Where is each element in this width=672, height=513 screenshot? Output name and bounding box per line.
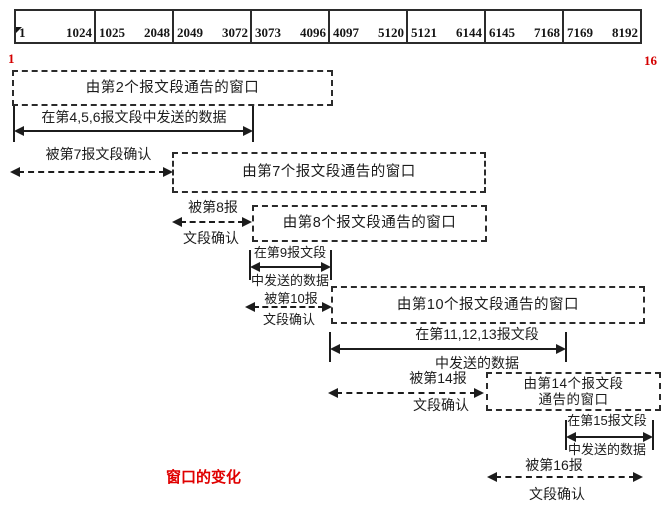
window-box-segment10: 由第10个报文段通告的窗口 bbox=[331, 286, 645, 324]
ack-14-label-line1: 被第14报 bbox=[409, 370, 467, 386]
arrowhead-right-icon bbox=[321, 262, 331, 272]
data-sent-9-label-line2: 中发送的数据 bbox=[250, 273, 329, 288]
ruler-right-marker: 16 bbox=[644, 53, 657, 68]
ruler-cell: 1 1024 bbox=[16, 11, 94, 42]
ack-16-label-line2: 文段确认 bbox=[529, 486, 585, 502]
ruler-cell-start: 3073 bbox=[255, 25, 281, 40]
arrowhead-left-icon bbox=[14, 126, 24, 136]
ruler-cell-start: 1 bbox=[19, 25, 26, 40]
arrowhead-right-icon bbox=[556, 344, 566, 354]
caption-window-changes: 窗口的变化 bbox=[166, 469, 242, 486]
arrowhead-left-icon bbox=[330, 344, 340, 354]
window-box-segment7: 由第7个报文段通告的窗口 bbox=[172, 152, 486, 193]
ack-10-label-line2: 文段确认 bbox=[262, 312, 315, 327]
window-box-label: 由第10个报文段通告的窗口 bbox=[396, 296, 580, 313]
range-tick-right bbox=[565, 332, 567, 362]
ruler-cell-start: 4097 bbox=[333, 25, 359, 40]
ruler-cell: 1025 2048 bbox=[94, 11, 172, 42]
ack-16-arrow bbox=[487, 472, 643, 482]
range-tick-right bbox=[252, 106, 254, 142]
ruler-cell-end: 3072 bbox=[222, 25, 248, 40]
arrowhead-left-icon bbox=[245, 302, 255, 312]
window-box-label: 由第7个报文段通告的窗口 bbox=[242, 164, 416, 180]
ack-8-label-line1: 被第8报 bbox=[188, 199, 238, 215]
ack-10-arrow bbox=[245, 302, 332, 312]
ruler-cell-end: 7168 bbox=[534, 25, 560, 40]
arrowhead-right-icon bbox=[643, 432, 653, 442]
ack-14-arrow bbox=[328, 388, 484, 398]
range-tick-right bbox=[652, 420, 654, 450]
ruler-cell: 5121 6144 bbox=[406, 11, 484, 42]
window-box-label: 由第2个报文段通告的窗口 bbox=[85, 79, 260, 96]
window-box-segment14: 由第14个报文段 通告的窗口 bbox=[486, 372, 661, 411]
data-sent-4-5-6-arrow bbox=[13, 106, 254, 142]
ruler-cell: 2049 3072 bbox=[172, 11, 250, 42]
range-tick-left bbox=[13, 106, 15, 142]
arrow-shaft bbox=[495, 476, 635, 478]
ruler-cell: 7169 8192 bbox=[562, 11, 640, 42]
range-tick-right bbox=[330, 250, 332, 280]
ruler-cell-end: 8192 bbox=[612, 25, 638, 40]
origin-pointer-icon bbox=[16, 27, 22, 33]
ruler-cell: 3073 4096 bbox=[250, 11, 328, 42]
ruler-cell-start: 6145 bbox=[489, 25, 515, 40]
window-box-label: 由第8个报文段通告的窗口 bbox=[282, 215, 457, 231]
ack-14-label-line2: 文段确认 bbox=[413, 397, 469, 413]
arrowhead-right-icon bbox=[243, 126, 253, 136]
arrow-shaft bbox=[253, 306, 324, 308]
window-box-segment8: 由第8个报文段通告的窗口 bbox=[252, 205, 487, 242]
ruler-cell-start: 7169 bbox=[567, 25, 593, 40]
ruler-cell-start: 2049 bbox=[177, 25, 203, 40]
window-box-segment2: 由第2个报文段通告的窗口 bbox=[12, 70, 333, 106]
ruler-left-marker: 1 bbox=[8, 51, 15, 66]
arrowhead-right-icon bbox=[474, 388, 484, 398]
arrowhead-left-icon bbox=[172, 217, 182, 227]
arrowhead-right-icon bbox=[322, 302, 332, 312]
arrow-shaft bbox=[18, 171, 165, 173]
data-sent-15-label-line1: 在第15报文段 bbox=[567, 413, 647, 428]
ruler-cell-start: 5121 bbox=[411, 25, 437, 40]
ruler-cell-end: 1024 bbox=[66, 25, 92, 40]
data-sent-11-12-13-label-line2: 中发送的数据 bbox=[435, 355, 519, 371]
data-sent-11-12-13-arrow bbox=[329, 332, 567, 362]
ack-7-arrow bbox=[10, 167, 173, 177]
ack-7-label: 被第7报文段确认 bbox=[45, 146, 152, 162]
arrowhead-left-icon bbox=[250, 262, 260, 272]
sequence-ruler: 1 1024 1025 2048 2049 3072 3073 4096 4097 512… bbox=[14, 9, 642, 44]
window-box-label-line1: 由第14个报文段 bbox=[523, 375, 624, 391]
arrow-shaft bbox=[180, 221, 244, 223]
ruler-cell-start: 1025 bbox=[99, 25, 125, 40]
data-sent-9-arrow bbox=[249, 250, 332, 280]
data-sent-9-label-line1: 在第9报文段 bbox=[253, 245, 327, 260]
arrowhead-right-icon bbox=[163, 167, 173, 177]
ruler-cell-end: 5120 bbox=[378, 25, 404, 40]
arrow-shaft bbox=[256, 266, 325, 268]
arrow-shaft bbox=[20, 130, 247, 132]
ruler-cell: 4097 5120 bbox=[328, 11, 406, 42]
data-sent-15-arrow bbox=[565, 420, 654, 450]
arrow-shaft bbox=[336, 392, 476, 394]
arrow-shaft bbox=[336, 348, 560, 350]
arrowhead-left-icon bbox=[566, 432, 576, 442]
ruler-cell-end: 2048 bbox=[144, 25, 170, 40]
ack-16-label-line1: 被第16报 bbox=[525, 457, 583, 473]
ruler-cell: 6145 7168 bbox=[484, 11, 562, 42]
ruler-cell-end: 4096 bbox=[300, 25, 326, 40]
ack-10-label-line1: 被第10报 bbox=[264, 291, 318, 306]
arrow-shaft bbox=[572, 436, 647, 438]
data-sent-4-5-6-label: 在第4,5,6报文段中发送的数据 bbox=[41, 109, 227, 125]
arrowhead-left-icon bbox=[487, 472, 497, 482]
ack-8-label-line2: 文段确认 bbox=[183, 230, 239, 246]
data-sent-15-label-line2: 中发送的数据 bbox=[567, 442, 646, 457]
arrowhead-right-icon bbox=[633, 472, 643, 482]
window-box-label-line2: 通告的窗口 bbox=[538, 391, 609, 407]
data-sent-11-12-13-label-line1: 在第11,12,13报文段 bbox=[415, 326, 539, 342]
ack-8-arrow bbox=[172, 217, 252, 227]
arrowhead-left-icon bbox=[328, 388, 338, 398]
arrowhead-left-icon bbox=[10, 167, 20, 177]
ruler-cell-end: 6144 bbox=[456, 25, 482, 40]
arrowhead-right-icon bbox=[242, 217, 252, 227]
